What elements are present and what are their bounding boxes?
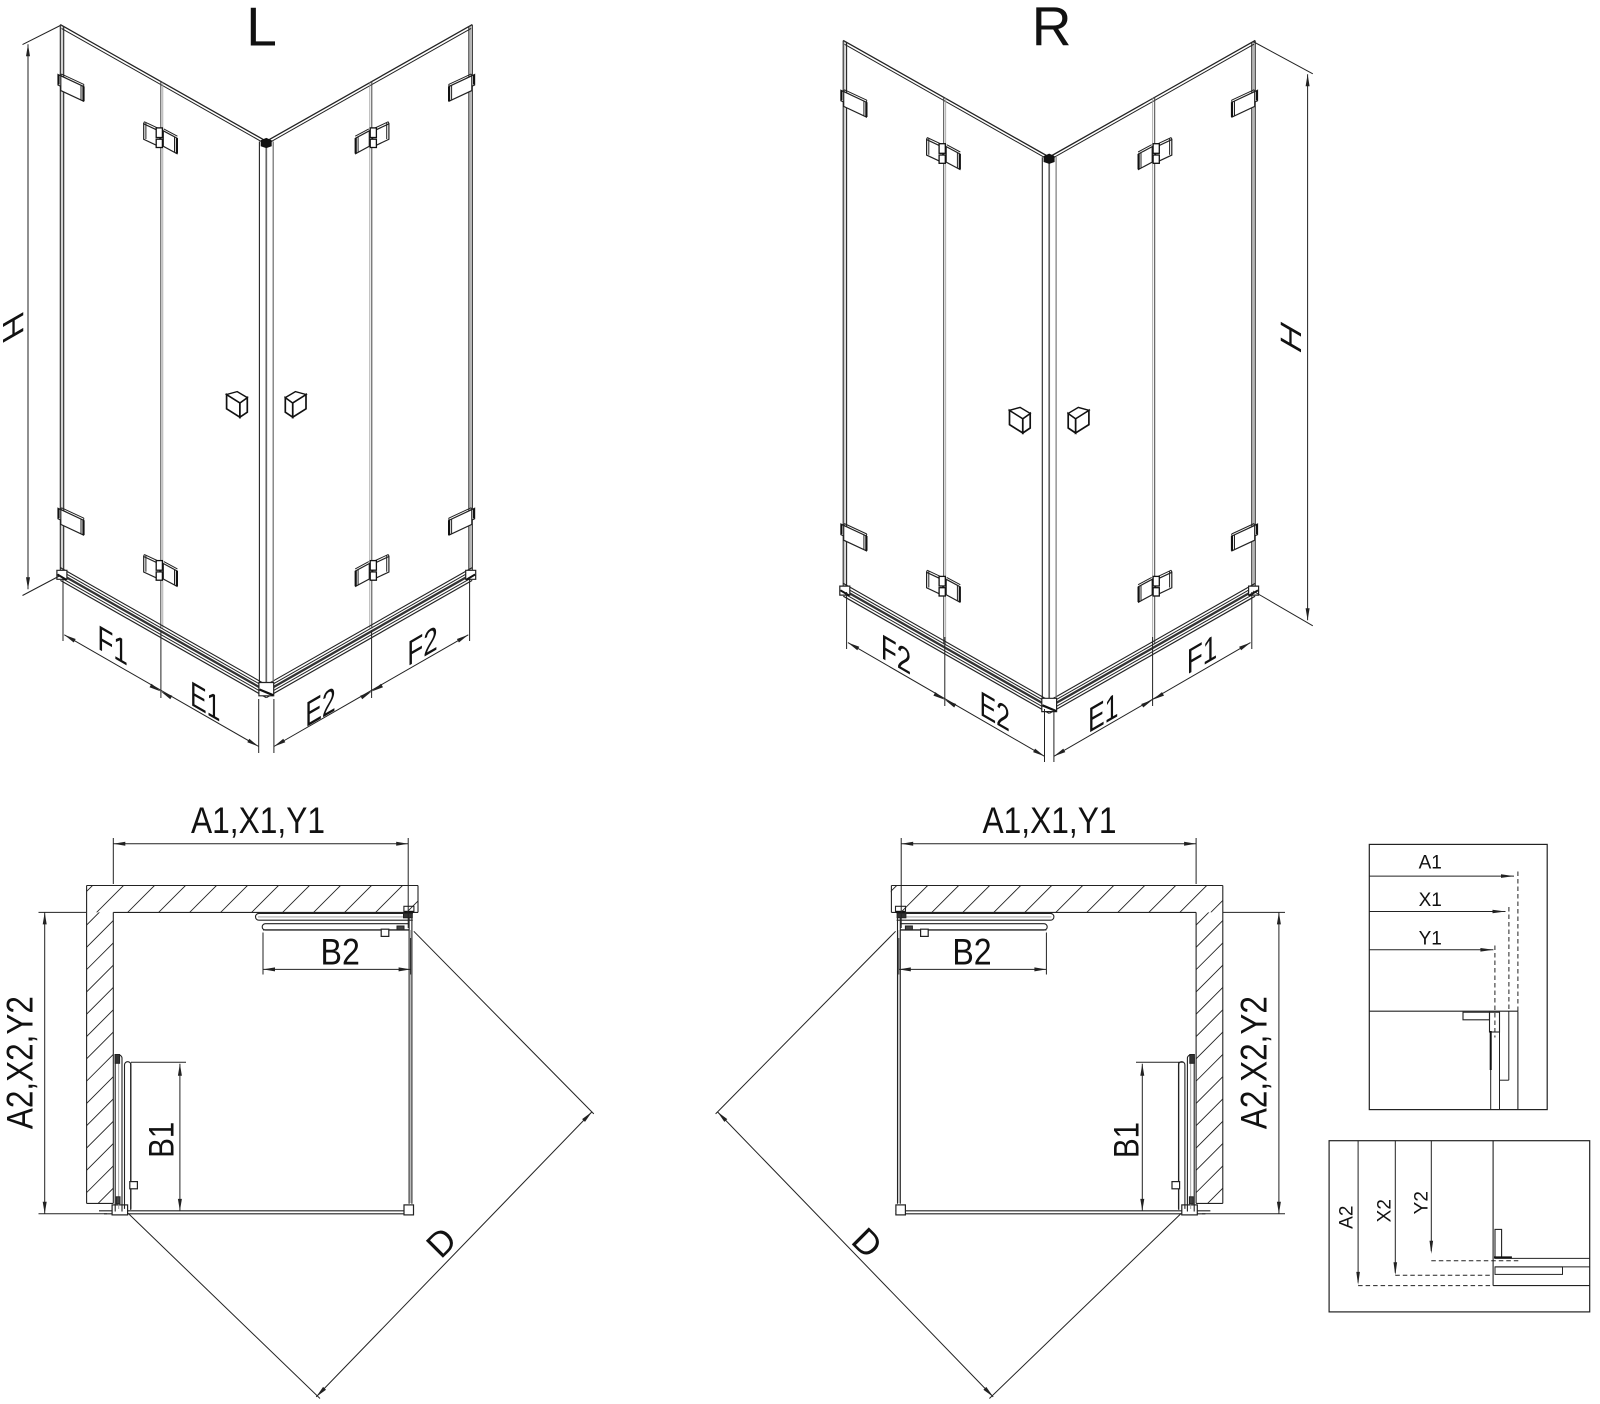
svg-text:B1: B1 — [142, 1122, 182, 1158]
svg-text:A2,X2,Y2: A2,X2,Y2 — [1234, 996, 1275, 1129]
svg-text:A2: A2 — [1336, 1206, 1357, 1229]
svg-text:Y2: Y2 — [1412, 1191, 1433, 1214]
svg-text:X1: X1 — [1419, 890, 1442, 911]
svg-text:A1,X1,Y1: A1,X1,Y1 — [983, 800, 1117, 841]
svg-text:B2: B2 — [321, 932, 360, 973]
svg-text:A1,X1,Y1: A1,X1,Y1 — [191, 800, 325, 841]
svg-text:R: R — [1032, 0, 1072, 57]
svg-text:A1: A1 — [1419, 853, 1442, 874]
svg-text:X2: X2 — [1374, 1199, 1395, 1222]
svg-text:B1: B1 — [1107, 1122, 1147, 1158]
svg-text:Y1: Y1 — [1419, 929, 1442, 950]
svg-text:L: L — [246, 0, 277, 57]
svg-text:A2,X2,Y2: A2,X2,Y2 — [0, 996, 40, 1129]
svg-text:B2: B2 — [952, 932, 991, 973]
